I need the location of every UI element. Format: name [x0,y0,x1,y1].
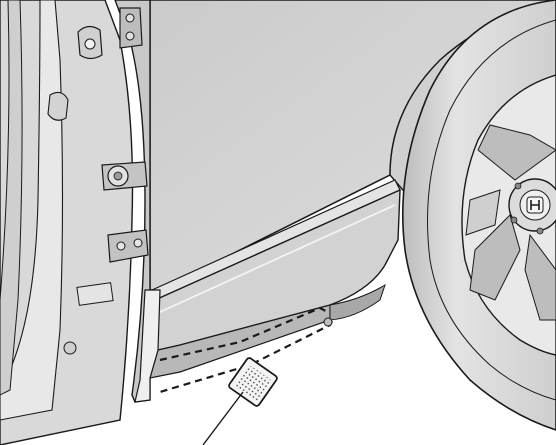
leader-line-icon [202,391,244,445]
door-check-icon [47,91,148,191]
sill-fastener [323,317,333,327]
sill-patch-icon [228,357,278,407]
door-seal-edge [134,289,161,403]
lower-hinge-icon [107,229,149,263]
sill-highlight [159,204,396,313]
door-pillar [114,0,151,403]
door-edge [0,0,64,421]
sill-end-cap [329,283,386,321]
door-label-plate [76,282,114,306]
door-inner-strip [0,0,23,396]
door-drain-hole [63,341,77,355]
door-hinge-icon [77,7,143,60]
honda-emblem-icon [526,196,544,214]
wheel-icon [401,0,556,431]
